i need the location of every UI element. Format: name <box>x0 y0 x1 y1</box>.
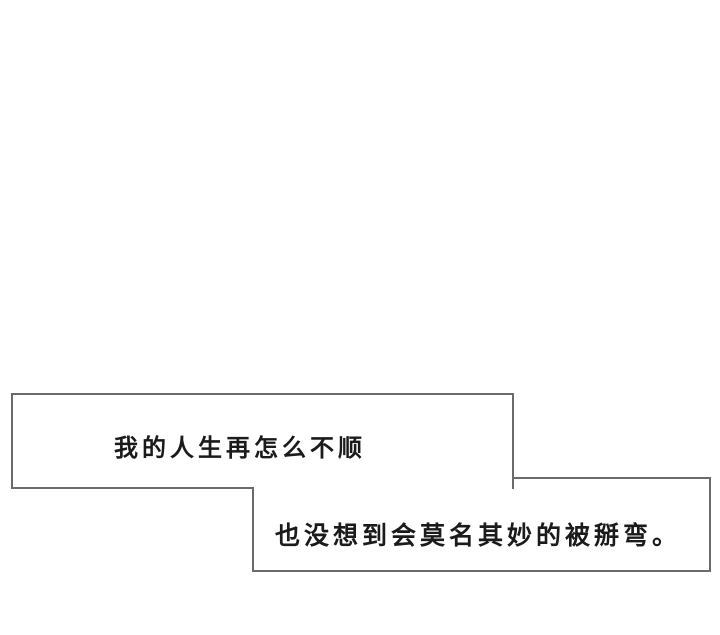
balloon-lower-box <box>252 477 711 572</box>
balloon-lower-top-edge <box>512 477 711 479</box>
artwork-blank-area <box>0 0 720 390</box>
balloon-upper-bottom-edge <box>11 487 254 489</box>
dialogue-line-2: 也没想到会莫名其妙的被掰弯。 <box>275 523 682 550</box>
balloon-upper-box <box>11 393 514 489</box>
balloon-step-mask <box>253 479 512 488</box>
dialogue-line-1: 我的人生再怎么不顺 <box>114 436 366 462</box>
